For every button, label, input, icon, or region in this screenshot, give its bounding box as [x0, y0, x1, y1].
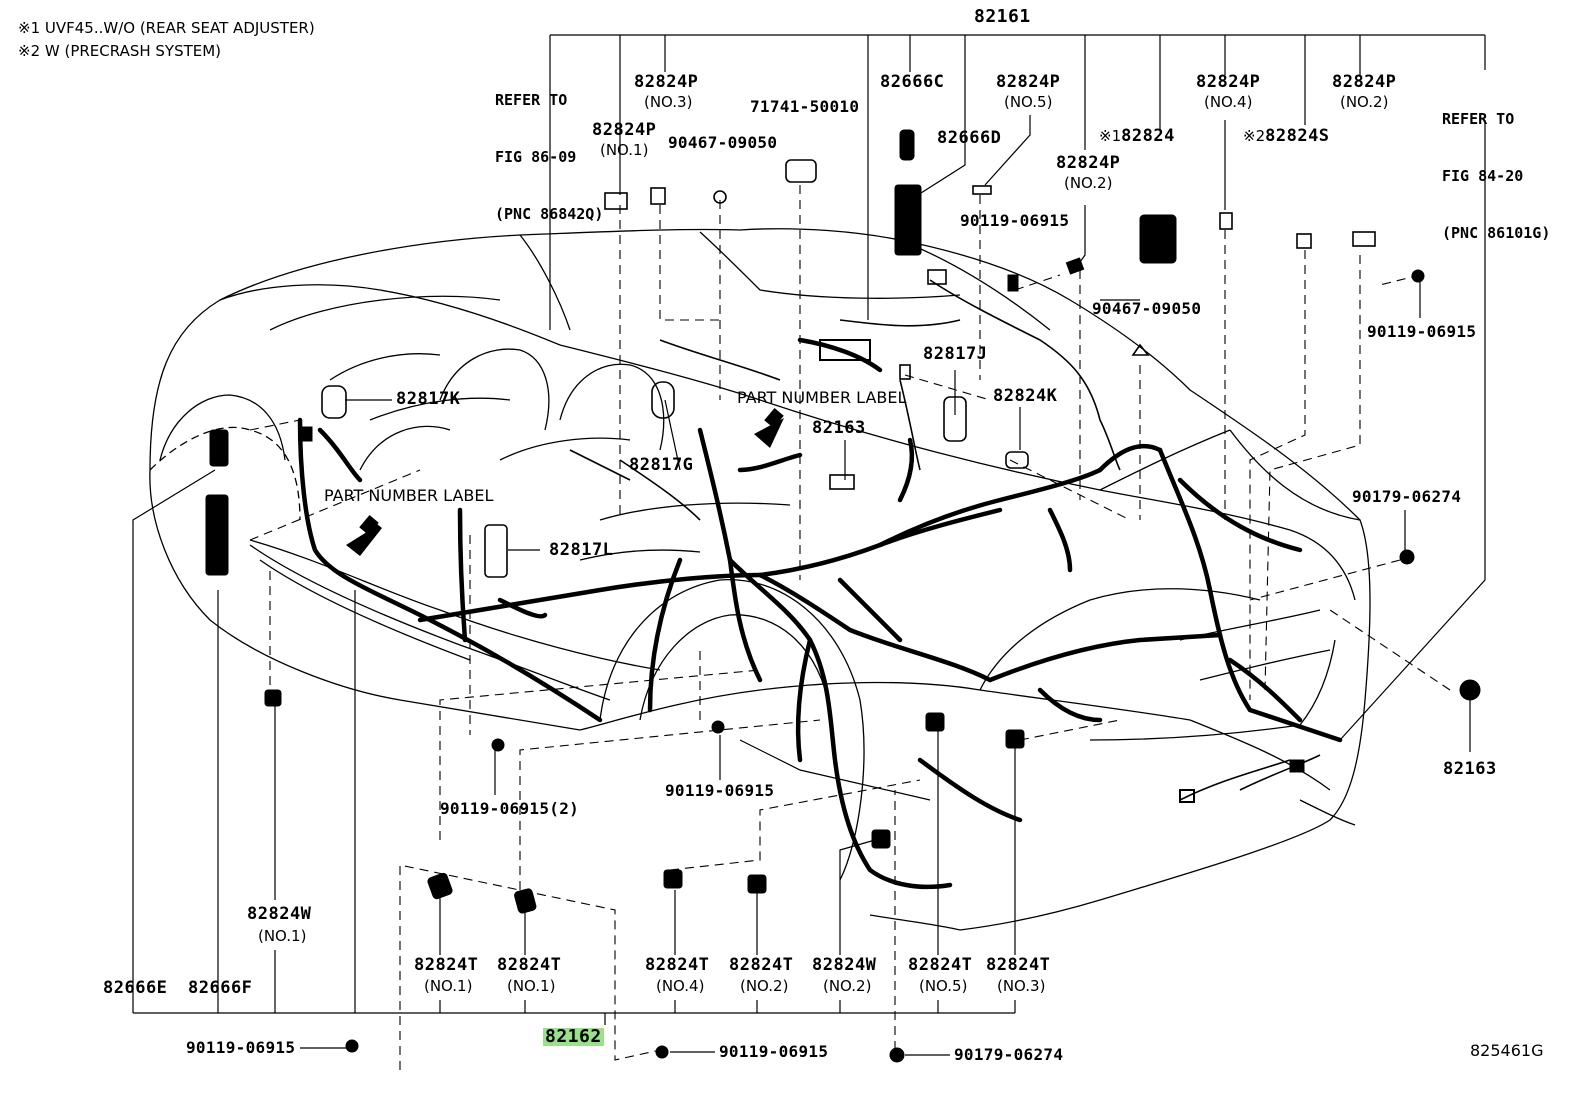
part-sub: (NO.1) — [506, 977, 556, 995]
part-number: 82824P — [592, 120, 657, 140]
part-82824t-no1[interactable]: 82824T (NO.1) — [497, 957, 561, 994]
connectors — [205, 129, 1481, 1063]
part-number: 82824W — [247, 904, 312, 924]
note-mark: ※1 — [1099, 127, 1122, 145]
part-82824[interactable]: ※182824 — [1099, 128, 1175, 145]
secondary-wires — [569, 279, 1321, 801]
reference-line: FIG 86-09 — [495, 148, 577, 166]
part-90119-06915-qty2[interactable]: 90119-06915(2) — [440, 799, 580, 818]
part-82666e[interactable]: 82666E — [103, 978, 168, 998]
part-90467-09050[interactable]: 90467-09050 — [668, 133, 778, 152]
reference-line: (PNC 86842Q) — [495, 205, 604, 223]
part-82163[interactable]: 82163 — [812, 418, 866, 438]
part-sub: (NO.4) — [655, 977, 705, 995]
part-82824s[interactable]: ※282824S — [1243, 128, 1330, 145]
part-82824w-no1[interactable]: 82824W (NO.1) — [247, 906, 311, 944]
part-90119-06915[interactable]: 90119-06915 — [960, 211, 1070, 230]
part-90467-09050[interactable]: 90467-09050 — [1092, 299, 1202, 318]
part-sub: (NO.5) — [918, 977, 968, 995]
part-90119-06915[interactable]: 90119-06915 — [719, 1042, 829, 1061]
part-sub: (NO.2) — [1063, 174, 1113, 192]
part-number-label-callout: PART NUMBER LABEL — [324, 486, 494, 505]
part-82824p-no3[interactable]: 82824P (NO.3) — [634, 74, 698, 110]
part-sub: (NO.3) — [996, 977, 1046, 995]
part-82824p-no4[interactable]: 82824P (NO.4) — [1196, 74, 1260, 110]
drawing-code: 825461G — [1470, 1041, 1544, 1060]
part-number-label-callout: PART NUMBER LABEL — [737, 388, 907, 407]
part-number: 82824 — [1121, 126, 1175, 146]
part-71741-50010[interactable]: 71741-50010 — [750, 97, 860, 116]
part-90179-06274[interactable]: 90179-06274 — [1352, 487, 1462, 506]
part-sub: (NO.1) — [423, 977, 473, 995]
reference-line: (PNC 86101G) — [1442, 224, 1551, 242]
part-82824k[interactable]: 82824K — [993, 386, 1058, 406]
part-number: 82824W — [812, 955, 877, 975]
part-sub: (NO.1) — [257, 927, 307, 945]
part-number: 82824P — [634, 72, 699, 92]
part-number: 82824T — [414, 955, 479, 975]
part-sub: (NO.5) — [1003, 93, 1053, 111]
part-82163[interactable]: 82163 — [1443, 759, 1497, 779]
part-82824t-no1[interactable]: 82824T (NO.1) — [414, 957, 478, 994]
part-82824p-no1[interactable]: 82824P (NO.1) — [592, 122, 656, 158]
part-82824t-no4[interactable]: 82824T (NO.4) — [645, 957, 709, 994]
solid-leaders — [132, 34, 1486, 1056]
part-82817j[interactable]: 82817J — [923, 344, 988, 364]
part-82817l[interactable]: 82817L — [549, 540, 614, 560]
part-82824p-no2[interactable]: 82824P (NO.2) — [1332, 74, 1396, 110]
part-82817g[interactable]: 82817G — [629, 455, 694, 475]
part-sub: (NO.3) — [643, 93, 693, 111]
reference-line: FIG 84-20 — [1442, 167, 1524, 185]
assembly-82161[interactable]: 82161 — [974, 6, 1031, 27]
part-number: 82824S — [1265, 126, 1330, 146]
part-82824w-no2[interactable]: 82824W (NO.2) — [812, 957, 876, 994]
part-82666f[interactable]: 82666F — [188, 978, 253, 998]
part-82824p-no2[interactable]: 82824P (NO.2) — [1056, 155, 1120, 191]
part-82666d[interactable]: 82666D — [937, 128, 1002, 148]
part-90179-06274[interactable]: 90179-06274 — [954, 1045, 1064, 1064]
dashed-leaders — [249, 185, 1451, 1070]
part-number: 82824T — [908, 955, 973, 975]
part-sub: (NO.2) — [822, 977, 872, 995]
reference-fig-86-09[interactable]: REFER TO FIG 86-09 (PNC 86842Q) — [495, 53, 603, 243]
part-90119-06915[interactable]: 90119-06915 — [1367, 322, 1477, 341]
note-2: ※2 W (PRECRASH SYSTEM) — [18, 42, 222, 60]
part-90119-06915[interactable]: 90119-06915 — [665, 781, 775, 800]
connector-outlines — [321, 159, 1376, 578]
part-82824t-no2[interactable]: 82824T (NO.2) — [729, 957, 793, 994]
part-number: 82824P — [1196, 72, 1261, 92]
part-number: 82824P — [1056, 153, 1121, 173]
part-82817k[interactable]: 82817K — [396, 389, 461, 409]
note-1: ※1 UVF45..W/O (REAR SEAT ADJUSTER) — [18, 19, 315, 37]
part-number: 82824T — [986, 955, 1051, 975]
part-sub: (NO.1) — [599, 141, 649, 159]
part-82666c[interactable]: 82666C — [880, 72, 945, 92]
part-number: 82824P — [1332, 72, 1397, 92]
car-body-outline — [149, 228, 1371, 931]
reference-line: REFER TO — [1442, 110, 1515, 128]
part-number: 82824T — [645, 955, 710, 975]
note-mark: ※2 — [1243, 127, 1266, 145]
reference-line: REFER TO — [495, 91, 568, 109]
part-82824p-no5[interactable]: 82824P (NO.5) — [996, 74, 1060, 110]
part-82824t-no5[interactable]: 82824T (NO.5) — [908, 957, 972, 994]
part-number: 82824T — [497, 955, 562, 975]
part-sub: (NO.4) — [1203, 93, 1253, 111]
reference-fig-84-20[interactable]: REFER TO FIG 84-20 (PNC 86101G) — [1442, 72, 1550, 262]
assembly-82162[interactable]: 82162 — [543, 1026, 604, 1047]
part-number: 82824T — [729, 955, 794, 975]
wiring-harness — [297, 337, 1343, 890]
part-number-label-arrows — [346, 408, 784, 556]
part-number: 82824P — [996, 72, 1061, 92]
part-sub: (NO.2) — [739, 977, 789, 995]
part-sub: (NO.2) — [1339, 93, 1389, 111]
arrow-icon — [754, 418, 784, 448]
part-82824t-no3[interactable]: 82824T (NO.3) — [986, 957, 1050, 994]
part-90119-06915[interactable]: 90119-06915 — [186, 1038, 296, 1057]
